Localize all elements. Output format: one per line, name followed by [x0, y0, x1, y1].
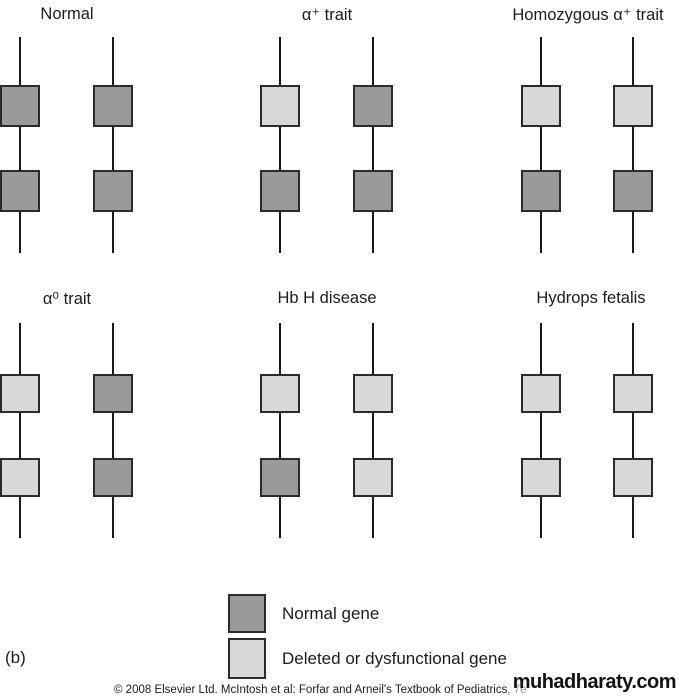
chromosome-line	[372, 323, 374, 538]
chromosome-line	[540, 37, 542, 253]
gene-box	[521, 170, 561, 212]
legend-normal-swatch	[228, 594, 266, 633]
panel-title-homozygous-alpha-plus-trait: Homozygous α⁺ trait	[512, 6, 664, 24]
gene-box	[353, 85, 393, 127]
chromosome-line	[279, 323, 281, 538]
gene-box	[260, 458, 300, 497]
figure-label: (b)	[5, 648, 26, 667]
gene-box	[613, 85, 653, 127]
chromosome	[93, 37, 133, 253]
chromosome-line	[112, 37, 114, 253]
gene-box	[613, 374, 653, 413]
chromosome	[260, 37, 300, 253]
gene-box	[353, 374, 393, 413]
gene-box	[0, 374, 40, 413]
chromosome-line	[112, 323, 114, 538]
gene-box	[613, 170, 653, 212]
gene-box	[521, 374, 561, 413]
legend-normal-label: Normal gene	[282, 604, 380, 623]
legend-deleted-swatch	[228, 638, 266, 679]
chromosome-line	[540, 323, 542, 538]
chromosome	[353, 37, 393, 253]
chromosome-line	[279, 37, 281, 253]
gene-box	[93, 458, 133, 497]
gene-box	[260, 170, 300, 212]
chromosome-line	[632, 323, 634, 538]
gene-box	[93, 170, 133, 212]
panel-title-alpha-plus-trait: α⁺ trait	[301, 6, 353, 24]
chromosome	[353, 323, 393, 538]
watermark: muhadharaty.com	[508, 671, 677, 694]
copyright-text: © 2008 Elsevier Ltd. McIntosh et al: For…	[114, 684, 527, 696]
gene-box	[93, 85, 133, 127]
chromosome	[613, 37, 653, 253]
panel-title-alpha-zero-trait: α⁰ trait	[42, 290, 92, 308]
chromosome	[521, 323, 561, 538]
gene-box	[353, 458, 393, 497]
panel-title-normal: Normal	[40, 5, 94, 23]
chromosome	[93, 323, 133, 538]
chromosome-line	[372, 37, 374, 253]
gene-box	[521, 85, 561, 127]
gene-box	[93, 374, 133, 413]
gene-box	[0, 85, 40, 127]
chromosome	[613, 323, 653, 538]
chromosome	[521, 37, 561, 253]
chromosome	[0, 323, 40, 538]
chromosome-line	[19, 323, 21, 538]
gene-box	[353, 170, 393, 212]
gene-box	[613, 458, 653, 497]
gene-box	[260, 85, 300, 127]
panel-title-hbh-disease: Hb H disease	[277, 289, 377, 307]
gene-box	[521, 458, 561, 497]
gene-box	[260, 374, 300, 413]
chromosome	[260, 323, 300, 538]
gene-box	[0, 458, 40, 497]
chromosome-line	[19, 37, 21, 253]
panel-title-hydrops-fetalis: Hydrops fetalis	[536, 289, 646, 307]
gene-box	[0, 170, 40, 212]
legend-deleted-label: Deleted or dysfunctional gene	[282, 649, 507, 668]
chromosome	[0, 37, 40, 253]
chromosome-line	[632, 37, 634, 253]
